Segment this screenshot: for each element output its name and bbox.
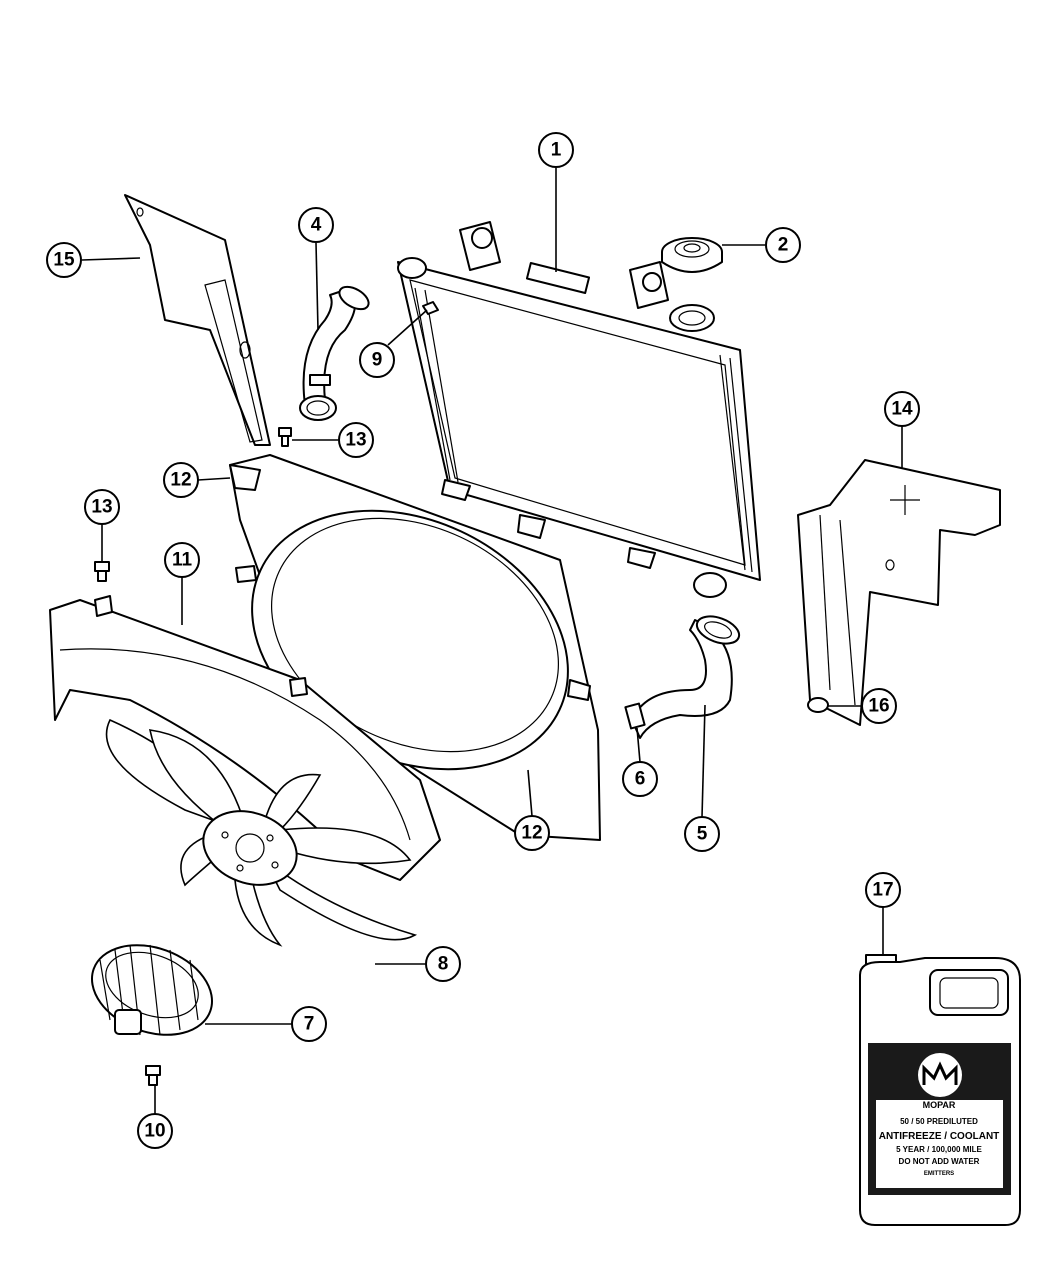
callout-14: 14 xyxy=(884,391,920,427)
callout-4-label: 4 xyxy=(311,215,322,236)
callout-17-label: 17 xyxy=(872,880,893,901)
callout-17: 17 xyxy=(865,872,901,908)
callout-9: 9 xyxy=(359,342,395,378)
callout-7: 7 xyxy=(291,1006,327,1042)
callout-6-label: 6 xyxy=(635,769,646,790)
callout-12-lower-label: 12 xyxy=(521,823,542,844)
callout-13-left: 13 xyxy=(84,489,120,525)
callout-16: 16 xyxy=(861,688,897,724)
radiator xyxy=(397,221,761,598)
callout-15: 15 xyxy=(46,242,82,278)
callout-11-label: 11 xyxy=(172,550,193,571)
fan-shroud-extension xyxy=(49,595,441,881)
callout-12-upper: 12 xyxy=(163,462,199,498)
callout-6: 6 xyxy=(622,761,658,797)
bolt-10 xyxy=(145,1065,161,1086)
callout-1: 1 xyxy=(538,132,574,168)
upper-radiator-hose xyxy=(299,285,370,421)
callout-7-label: 7 xyxy=(304,1014,315,1035)
coolant-line1: 50 / 50 PREDILUTED xyxy=(900,1117,978,1126)
callout-14-label: 14 xyxy=(891,399,913,420)
callout-12-upper-label: 12 xyxy=(170,470,191,491)
callout-13-left-label: 13 xyxy=(91,497,112,518)
lower-radiator-hose xyxy=(631,615,741,739)
callout-1-label: 1 xyxy=(551,140,562,161)
callout-2-label: 2 xyxy=(778,235,789,256)
callout-13-upper-label: 13 xyxy=(345,430,366,451)
push-pin-16 xyxy=(807,697,829,713)
hose-clamp-6 xyxy=(624,702,646,730)
callout-8: 8 xyxy=(425,946,461,982)
callout-12-lower: 12 xyxy=(514,815,550,851)
coolant-line5: EMITTERS xyxy=(924,1171,954,1177)
bolt-13-upper xyxy=(278,427,292,447)
callout-15-label: 15 xyxy=(53,250,75,271)
callout-10-label: 10 xyxy=(144,1121,165,1142)
coolant-brand: MOPAR xyxy=(923,1100,956,1110)
callout-13-upper: 13 xyxy=(338,422,374,458)
callout-11: 11 xyxy=(164,542,200,578)
coolant-line4: DO NOT ADD WATER xyxy=(899,1157,980,1166)
callout-8-label: 8 xyxy=(438,954,449,975)
callout-10: 10 xyxy=(137,1113,173,1149)
leader-lines xyxy=(81,168,903,1114)
right-air-seal xyxy=(797,459,1001,726)
callout-16-label: 16 xyxy=(868,696,889,717)
fan-blade xyxy=(105,718,418,947)
callout-9-label: 9 xyxy=(372,350,383,371)
bolt-13-left xyxy=(94,561,110,582)
callout-5: 5 xyxy=(684,816,720,852)
coolant-line2: ANTIFREEZE / COOLANT xyxy=(879,1131,1000,1142)
left-air-seal xyxy=(124,194,271,446)
callout-4: 4 xyxy=(298,207,334,243)
fan-clutch xyxy=(90,944,214,1036)
callout-5-label: 5 xyxy=(697,824,708,845)
coolant-jug: MOPAR 50 / 50 PREDILUTED ANTIFREEZE / CO… xyxy=(859,954,1021,1226)
callout-2: 2 xyxy=(765,227,801,263)
radiator-cap xyxy=(661,237,723,273)
coolant-line3: 5 YEAR / 100,000 MILE xyxy=(896,1145,982,1154)
